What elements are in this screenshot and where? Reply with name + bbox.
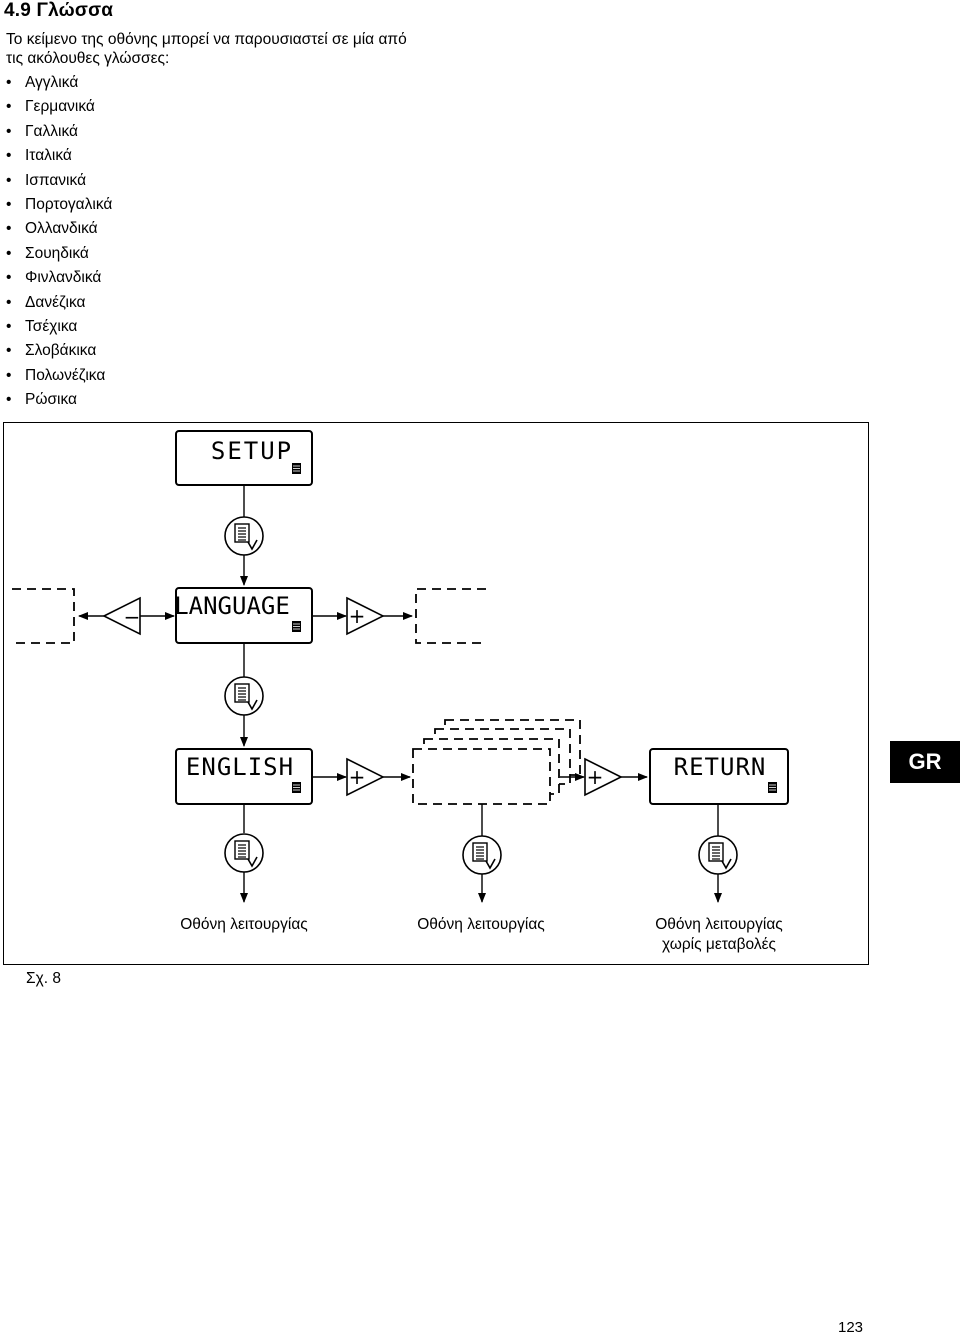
list-item: • Σουηδικά xyxy=(6,242,112,266)
language-label: Σλοβάκικα xyxy=(25,342,97,360)
language-options-stack xyxy=(412,719,581,805)
language-label: Ολλανδικά xyxy=(25,220,98,238)
language-list: • Αγγλικά • Γερμανικά • Γαλλικά • Ιταλικά • Ι… xyxy=(6,71,112,412)
language-label: Ισπανικά xyxy=(25,171,87,189)
menu-enter-icon xyxy=(698,835,738,875)
list-item: • Γερμανικά xyxy=(6,95,112,119)
list-item: • Γαλλικά xyxy=(6,120,112,144)
language-label: Γερμανικά xyxy=(25,98,95,116)
previous-screen-placeholder xyxy=(12,588,75,644)
list-item: • Ολλανδικά xyxy=(6,217,112,241)
language-label: Ιταλικά xyxy=(25,147,72,165)
plus-button: + xyxy=(584,757,623,797)
bullet-icon: • xyxy=(6,244,12,262)
lcd-screen-return: RETURN xyxy=(649,748,789,805)
caption-line: χωρίς μεταβολές xyxy=(662,936,776,953)
language-label: Ρώσικα xyxy=(25,391,77,409)
caption-line: Οθόνη λειτουργίας xyxy=(655,916,783,933)
plus-label: + xyxy=(349,604,366,628)
language-label: Πολωνέζικα xyxy=(25,366,106,384)
plus-label: + xyxy=(349,765,366,789)
language-label: Πορτογαλικά xyxy=(25,195,113,213)
diagram-canvas: SETUP LANGUAGE − + xyxy=(12,430,789,903)
next-screen-placeholder xyxy=(415,588,486,644)
list-item: • Σλοβάκικα xyxy=(6,339,112,363)
caption-operation-screen: Οθόνη λειτουργίας xyxy=(417,916,545,933)
language-label: Φινλανδικά xyxy=(25,269,102,287)
list-item: • Φινλανδικά xyxy=(6,266,112,290)
menu-enter-icon xyxy=(224,516,264,556)
bullet-icon: • xyxy=(6,317,12,335)
lcd-screen-english: ENGLISH xyxy=(175,748,313,805)
intro-text: Το κείμενο της οθόνης μπορεί να παρουσια… xyxy=(6,31,407,67)
lcd-text-setup: SETUP xyxy=(211,437,293,465)
caption-operation-screen-unchanged: Οθόνη λειτουργίας χωρίς μεταβολές xyxy=(624,915,814,955)
menu-enter-icon xyxy=(462,835,502,875)
plus-label: + xyxy=(587,765,604,789)
plus-button: + xyxy=(346,596,385,636)
bullet-icon: • xyxy=(6,366,12,384)
country-badge: GR xyxy=(890,741,960,783)
menu-enter-icon xyxy=(224,676,264,716)
bullet-icon: • xyxy=(6,269,12,287)
language-label: Σουηδικά xyxy=(25,244,89,262)
list-item: • Τσέχικα xyxy=(6,315,112,339)
lcd-text-return: RETURN xyxy=(674,753,767,781)
lcd-screen-setup: SETUP xyxy=(175,430,313,486)
language-menu-diagram: SETUP LANGUAGE − + xyxy=(3,422,869,965)
language-label: Γαλλικά xyxy=(25,122,78,140)
bullet-icon: • xyxy=(6,342,12,360)
bullet-icon: • xyxy=(6,171,12,189)
list-item: • Αγγλικά xyxy=(6,71,112,95)
list-item: • Δανέζικα xyxy=(6,291,112,315)
bullet-icon: • xyxy=(6,195,12,213)
figure-label: Σχ. 8 xyxy=(26,970,61,987)
lcd-text-english: ENGLISH xyxy=(186,753,294,781)
bullet-icon: • xyxy=(6,74,12,91)
list-item: • Ρώσικα xyxy=(6,388,112,412)
bullet-icon: • xyxy=(6,98,12,116)
language-label: Τσέχικα xyxy=(25,317,78,335)
minus-button: − xyxy=(102,596,141,636)
plus-button: + xyxy=(346,757,385,797)
bullet-icon: • xyxy=(6,147,12,165)
menu-enter-icon xyxy=(224,833,264,873)
page-number: 123 xyxy=(838,1319,864,1336)
bullet-icon: • xyxy=(6,220,12,238)
bullet-icon: • xyxy=(6,122,12,140)
bullet-icon: • xyxy=(6,293,12,311)
lcd-text-language: LANGUAGE xyxy=(174,592,290,620)
caption-operation-screen: Οθόνη λειτουργίας xyxy=(180,916,308,933)
section-heading: 4.9 Γλώσσα xyxy=(4,0,114,21)
list-item: • Ιταλικά xyxy=(6,144,112,168)
minus-label: − xyxy=(124,605,141,629)
language-label: Αγγλικά xyxy=(25,74,79,91)
list-item: • Πολωνέζικα xyxy=(6,364,112,388)
lcd-screen-language: LANGUAGE xyxy=(174,587,313,644)
language-label: Δανέζικα xyxy=(25,293,86,311)
list-item: • Πορτογαλικά xyxy=(6,193,112,217)
bullet-icon: • xyxy=(6,391,12,409)
list-item: • Ισπανικά xyxy=(6,169,112,193)
